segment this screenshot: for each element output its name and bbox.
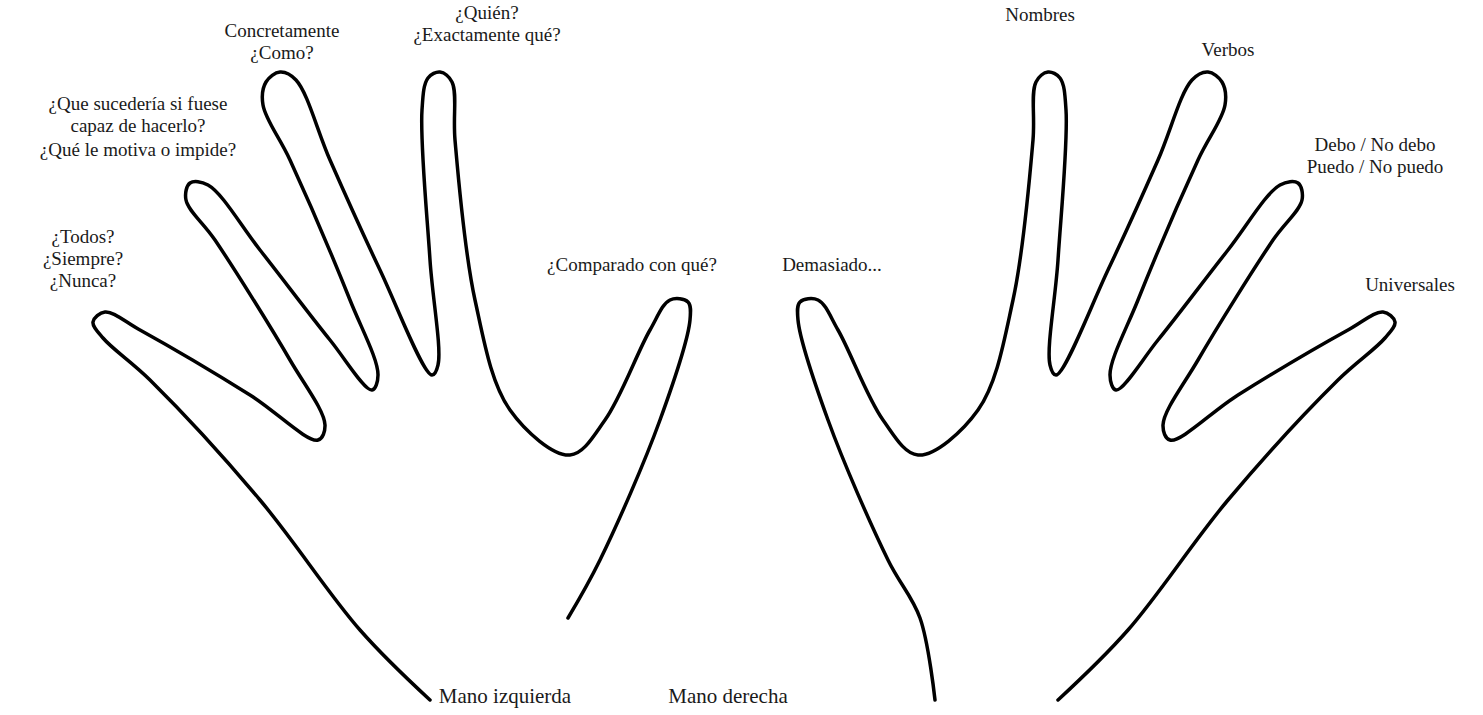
pattern-label: Demasiado... <box>782 254 882 276</box>
question-label: ¿Qué le motiva o impide? <box>40 139 236 161</box>
hand-outline <box>93 72 691 700</box>
question-label: ¿Quién? ¿Exactamente qué? <box>412 2 562 46</box>
hand-caption: Mano derecha <box>668 684 788 708</box>
question-label: ¿Que sucedería si fuese capaz de hacerlo… <box>48 93 229 137</box>
pattern-label: Nombres <box>1005 4 1075 26</box>
question-label: ¿Todos? ¿Siempre? ¿Nunca? <box>42 226 125 292</box>
hand-outline <box>797 72 1395 700</box>
question-label: Concretamente ¿Como? <box>223 20 341 64</box>
pattern-label: Debo / No debo Puedo / No puedo <box>1306 134 1445 178</box>
hand-caption: Mano izquierda <box>439 684 571 708</box>
pattern-label: Verbos <box>1202 39 1255 61</box>
pattern-label: Universales <box>1365 274 1455 296</box>
question-label: ¿Comparado con qué? <box>547 254 717 276</box>
